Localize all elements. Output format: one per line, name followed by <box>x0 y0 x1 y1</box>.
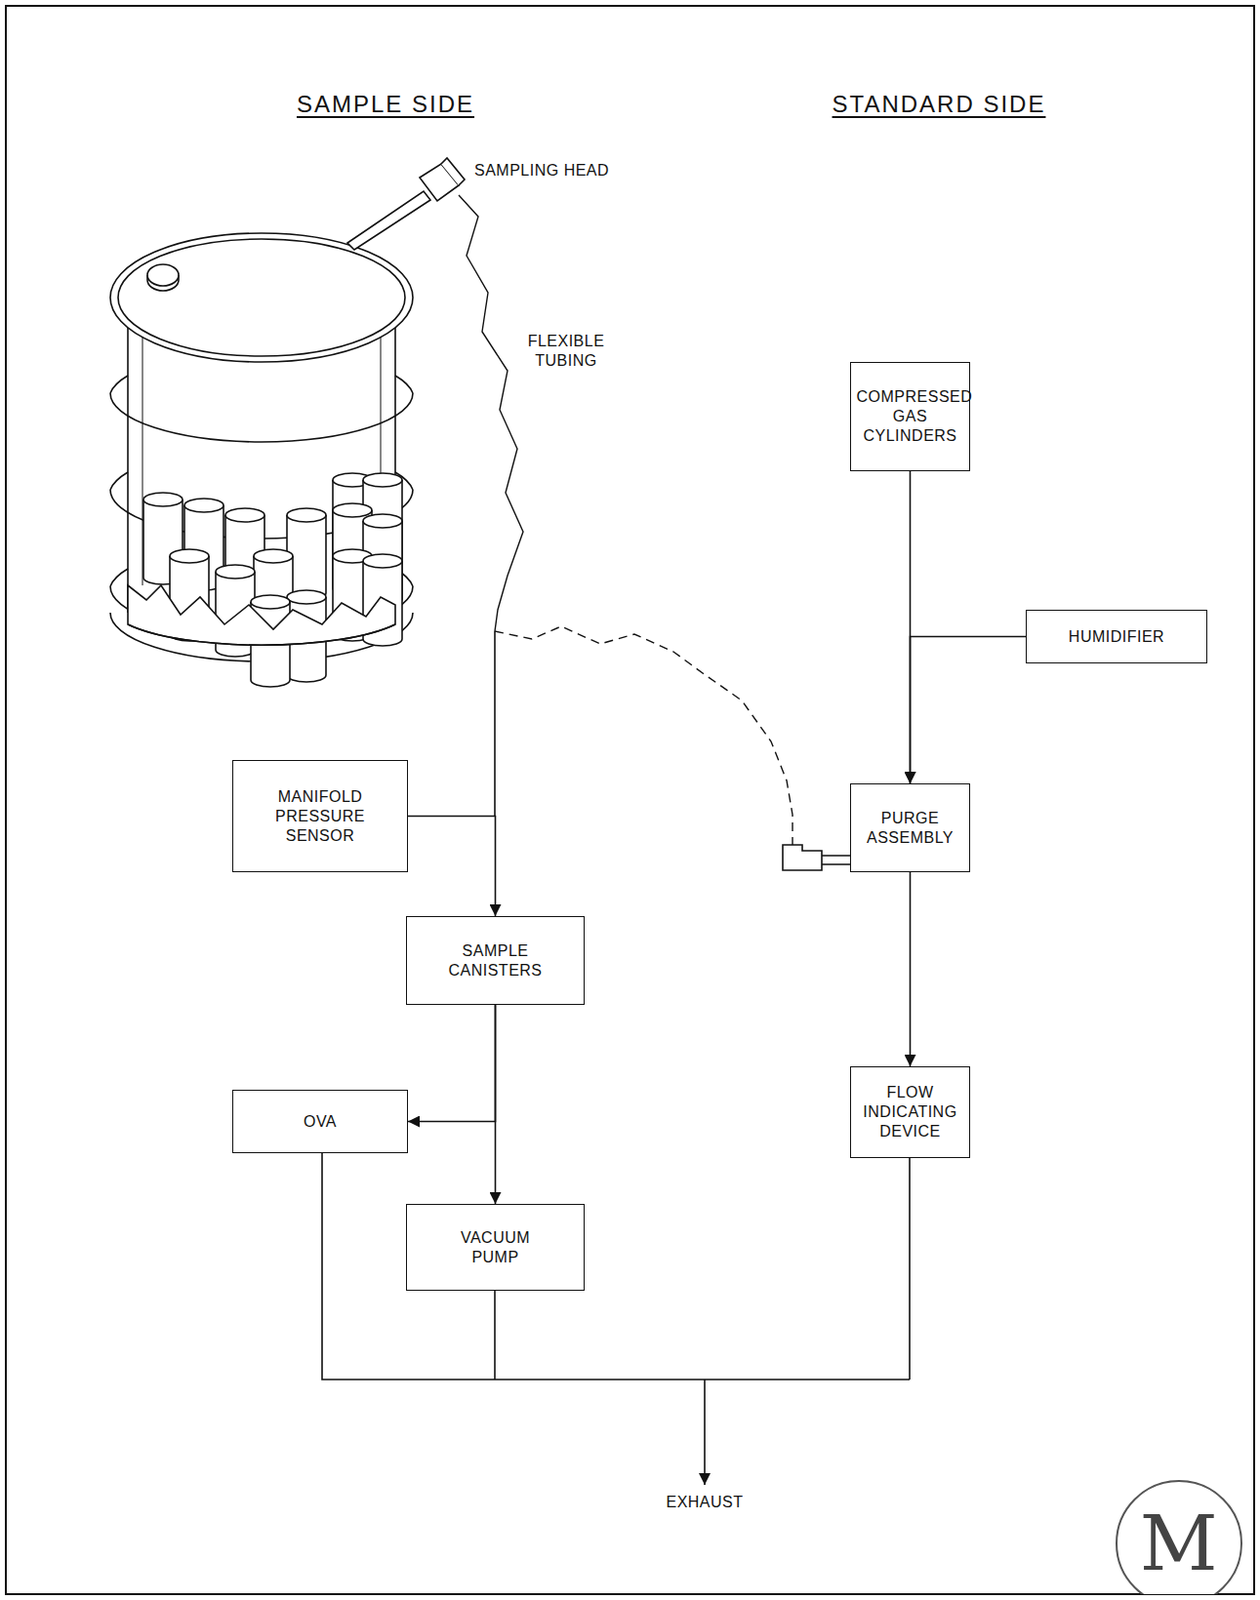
flow-arrow <box>407 816 496 918</box>
process-box: PURGE ASSEMBLY <box>850 783 971 873</box>
page-frame <box>5 5 1255 1595</box>
part-label: FLEXIBLE TUBING <box>517 331 615 371</box>
flow-arrow <box>910 637 1027 785</box>
flow-arrow <box>407 1005 496 1123</box>
box-label: COMPRESSED GAS CYLINDERS <box>856 387 965 447</box>
box-label: PURGE ASSEMBLY <box>856 809 964 849</box>
box-label: FLOW INDICATING DEVICE <box>856 1083 964 1142</box>
box-label: SAMPLE CANISTERS <box>437 941 555 981</box>
logo-letter: M <box>1139 1505 1219 1583</box>
side-heading: STANDARD SIDE <box>832 89 1047 120</box>
process-box: FLOW INDICATING DEVICE <box>850 1066 971 1159</box>
process-box: VACUUM PUMP <box>406 1204 585 1292</box>
box-label: HUMIDIFIER <box>1068 627 1165 648</box>
sampling-head <box>347 158 465 250</box>
drum-illustration <box>110 233 413 688</box>
box-label: OVA <box>303 1112 337 1133</box>
dashed-tubing <box>494 626 793 846</box>
flexible-tubing <box>458 195 524 632</box>
purge-fitting <box>782 845 851 871</box>
box-label: MANIFOLD PRESSURE SENSOR <box>266 787 374 847</box>
part-label: EXHAUST <box>665 1493 743 1513</box>
flow-arrow <box>909 872 912 1067</box>
flow-arrow <box>494 1005 497 1205</box>
manifold-line <box>493 631 496 816</box>
side-heading: SAMPLE SIDE <box>296 89 475 120</box>
process-box: MANIFOLD PRESSURE SENSOR <box>232 760 408 873</box>
process-box: OVA <box>232 1090 408 1154</box>
box-label: VACUUM PUMP <box>437 1228 555 1268</box>
part-label: SAMPLING HEAD <box>474 161 610 181</box>
exhaust-lines <box>322 1153 910 1486</box>
process-box: COMPRESSED GAS CYLINDERS <box>850 362 971 472</box>
logo-circle <box>1116 1481 1242 1595</box>
process-box: SAMPLE CANISTERS <box>406 916 585 1006</box>
process-box: HUMIDIFIER <box>1025 609 1208 664</box>
